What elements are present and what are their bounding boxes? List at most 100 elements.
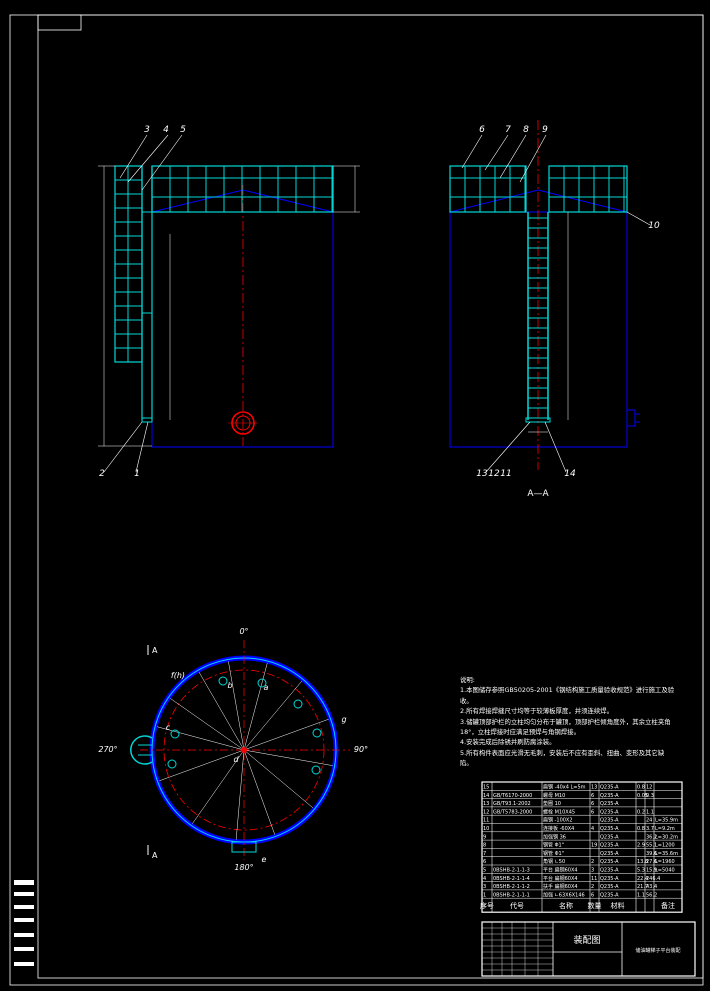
bom-cell: Q235-A bbox=[600, 834, 619, 840]
bom-cell: 扶手 扁钢60X4 bbox=[543, 883, 578, 890]
bom-cell: 0BSHB-2-1-1-1 bbox=[493, 892, 530, 898]
project-name: 储油罐梯子平台装配 bbox=[635, 947, 680, 954]
point-label: e bbox=[262, 855, 267, 864]
bom-cell: 12 bbox=[646, 785, 652, 791]
section-marker-label: A bbox=[152, 851, 158, 860]
bom-cell: 43.4 bbox=[646, 884, 657, 890]
notes-title: 说明: bbox=[460, 676, 475, 684]
bom-cell: L=30.2m bbox=[655, 834, 678, 840]
bom-cell: Q235-A bbox=[600, 876, 619, 882]
bom-cell: 0.05 bbox=[637, 793, 648, 799]
bom-cell: Q235-A bbox=[600, 868, 619, 874]
note-line: 2.所有焊接焊缝尺寸均等于较薄板厚度，并须连续焊。 bbox=[460, 707, 614, 716]
drawing-name: 装配图 bbox=[573, 934, 600, 946]
part-number-side: 8 bbox=[523, 125, 529, 135]
railing-post-plan bbox=[257, 678, 267, 688]
bom-cell: Q235-A bbox=[600, 851, 619, 857]
note-line: 3.储罐顶部护栏的立柱均匀分布于罐顶，顶部护栏倾角度外，其余立柱夹角18°，立柱… bbox=[460, 717, 671, 737]
railing-frame bbox=[449, 165, 527, 213]
bom-cell: 11 bbox=[483, 818, 489, 824]
bom-cell: 0.8 bbox=[637, 785, 645, 791]
leader bbox=[626, 211, 651, 226]
bom-cell: 55.1 bbox=[646, 843, 657, 849]
bom-cell: 2.9 bbox=[637, 843, 645, 849]
bom-cell: Q235-A bbox=[600, 892, 619, 898]
point-label: g bbox=[341, 715, 346, 724]
railing-post-plan bbox=[167, 759, 177, 769]
angle-label: 90° bbox=[354, 745, 368, 754]
part-number-side: 9 bbox=[542, 125, 548, 135]
bom-cell: 0.8 bbox=[637, 826, 645, 832]
bom-cell: 钢管 Φ1" bbox=[543, 850, 564, 857]
plan-view bbox=[130, 640, 350, 860]
radial-line bbox=[235, 749, 245, 840]
top-railing bbox=[548, 165, 628, 213]
bom-cell: 6 bbox=[483, 859, 486, 865]
bom-cell: Q235-A bbox=[600, 843, 619, 849]
front-view bbox=[98, 134, 360, 473]
bom-cell: Q235-A bbox=[600, 809, 619, 815]
bom-cell: 3 bbox=[591, 868, 594, 874]
bom-cell: 角钢 ∟50 bbox=[543, 858, 565, 865]
side-view-a-a bbox=[449, 120, 651, 473]
bom-cell: 3 bbox=[483, 884, 486, 890]
leader bbox=[135, 421, 149, 473]
leader bbox=[127, 134, 169, 183]
bom-cell: 15.9 bbox=[646, 868, 657, 874]
bom-cell: 5 bbox=[483, 868, 486, 874]
bom-cell: 5.3 bbox=[637, 868, 645, 874]
bom-cell: L=1200 bbox=[655, 843, 675, 849]
angle-label: 0° bbox=[239, 627, 248, 636]
bom-cell: Q235-A bbox=[600, 859, 619, 865]
point-label: d bbox=[233, 755, 239, 764]
nozzle-plan bbox=[231, 841, 257, 853]
railing-post-plan bbox=[312, 728, 322, 738]
section-marker-label: A bbox=[152, 646, 158, 655]
railing-post-plan bbox=[218, 676, 228, 686]
bom-header-cell: 序号 bbox=[480, 901, 494, 910]
point-label: f(h) bbox=[171, 671, 185, 680]
radial-line bbox=[243, 680, 303, 751]
part-number-front: 4 bbox=[163, 125, 169, 135]
bom-cell: 螺母 M10 bbox=[543, 792, 565, 799]
leader bbox=[499, 134, 527, 179]
bom-cell: 7 bbox=[483, 851, 486, 857]
bom-cell: L=9.2m bbox=[655, 826, 675, 832]
part-number-front: 2 bbox=[99, 469, 105, 479]
bom-cell: 12 bbox=[483, 809, 489, 815]
bom-cell: 0BSHB-2-1-1-3 bbox=[493, 868, 530, 874]
part-number-side: 11 bbox=[500, 469, 511, 479]
bom-cell: Q235-A bbox=[600, 818, 619, 824]
bom-cell: 平台 扁钢60X4 bbox=[543, 875, 578, 882]
bom-cell: 24 bbox=[646, 818, 652, 824]
part-number-side: 6 bbox=[479, 125, 485, 135]
part-number-side: 14 bbox=[564, 469, 576, 479]
radial-line bbox=[159, 749, 245, 782]
part-number-side: 13 bbox=[476, 469, 488, 479]
leader bbox=[103, 421, 143, 473]
bom-cell: 0.2 bbox=[637, 809, 645, 815]
railing-post-plan bbox=[170, 729, 180, 739]
note-line: 5.所有构件表面应光滑无毛刺，安装后不应有歪斜、扭曲、变形及其它缺陷。 bbox=[460, 748, 665, 768]
bom-cell: 10 bbox=[483, 826, 489, 832]
roof-cone bbox=[151, 189, 334, 213]
bom-cell: L=35.9m bbox=[655, 818, 678, 824]
bom-header-cell: 备注 bbox=[661, 901, 675, 910]
bom-cell: 9 bbox=[483, 834, 486, 840]
bom-header-cell: 代号 bbox=[510, 901, 524, 910]
bom-cell: 0BSHB-2-1-1-2 bbox=[493, 884, 530, 890]
leader bbox=[141, 134, 183, 191]
bom-cell: 6 bbox=[591, 892, 594, 898]
bom-cell: 11 bbox=[591, 876, 597, 882]
bom-cell: 垫圈 10 bbox=[543, 800, 561, 807]
bom-cell: Q235-A bbox=[600, 785, 619, 791]
bom-cell: 6 bbox=[591, 809, 594, 815]
ladder-cage-plan bbox=[130, 735, 153, 765]
bom-cell: 36.2 bbox=[646, 834, 657, 840]
bom-header-cell: 材料 bbox=[611, 901, 625, 910]
radial-line bbox=[243, 663, 268, 751]
bom-cell: 连接板 -60X4 bbox=[543, 825, 574, 832]
margin-strip bbox=[14, 880, 34, 966]
bom-cell: 0.3 bbox=[646, 793, 654, 799]
